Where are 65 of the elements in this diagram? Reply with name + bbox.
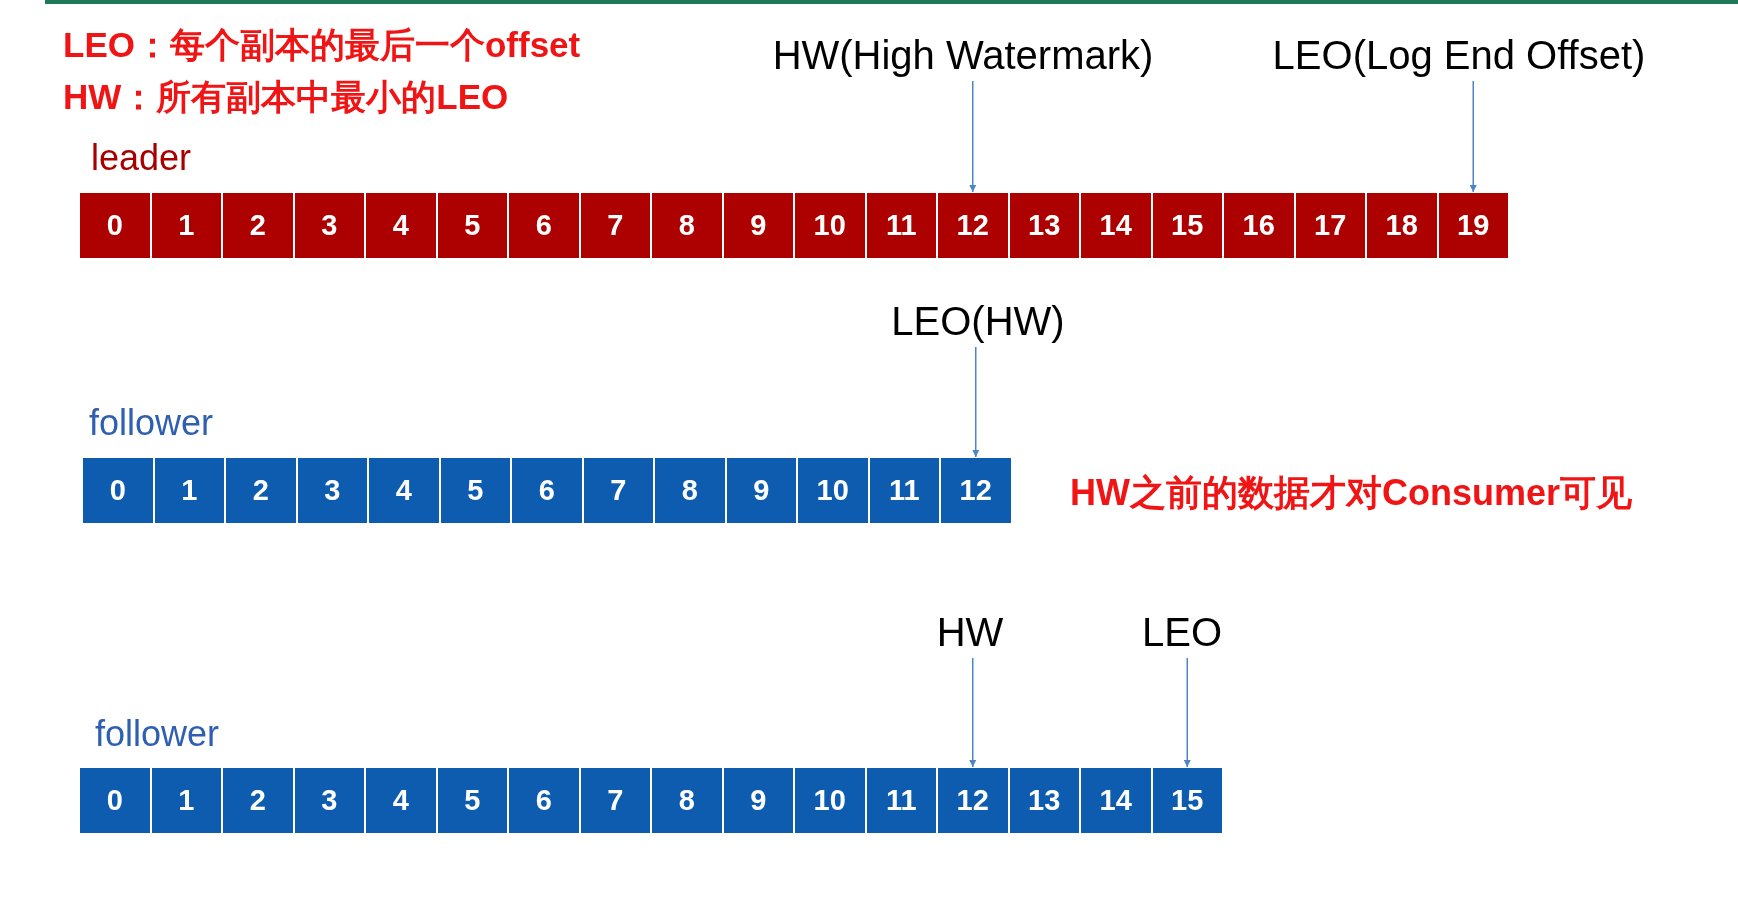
row-label: follower [89, 405, 214, 441]
arrow [1469, 80, 1477, 193]
offset-cell: 4 [366, 768, 436, 833]
note-text: HW：所有副本中最小的LEO [63, 79, 509, 114]
offset-cell: 9 [726, 458, 796, 523]
offset-cell: 15 [1152, 193, 1222, 258]
offset-cell: 3 [294, 768, 364, 833]
offset-cell: 2 [223, 768, 293, 833]
offset-cell: 14 [1081, 193, 1151, 258]
offset-cell: 5 [437, 768, 507, 833]
offset-cell: 3 [297, 458, 367, 523]
offset-cell: 0 [80, 768, 150, 833]
offset-cell: 7 [580, 768, 650, 833]
marker-label: LEO(Log End Offset) [1272, 35, 1646, 75]
offset-cell: 13 [1009, 768, 1079, 833]
offset-cell: 6 [509, 768, 579, 833]
offset-cell: 17 [1295, 193, 1365, 258]
arrow [972, 346, 980, 458]
offset-cell: 1 [151, 193, 221, 258]
offset-cell: 12 [938, 768, 1008, 833]
offset-cell: 3 [294, 193, 364, 258]
arrow [1183, 657, 1191, 768]
offset-cell: 14 [1081, 768, 1151, 833]
offset-cell: 0 [83, 458, 153, 523]
offset-cell: 10 [795, 768, 865, 833]
marker-label: HW [936, 612, 1004, 652]
offset-cell: 2 [226, 458, 296, 523]
row-label: leader [91, 140, 192, 176]
offset-cell: 16 [1224, 193, 1294, 258]
offset-cell: 9 [723, 193, 793, 258]
offset-cell: 0 [80, 193, 150, 258]
offset-cell: 8 [655, 458, 725, 523]
marker-label: LEO(HW) [891, 301, 1065, 341]
offset-cell: 18 [1367, 193, 1437, 258]
offset-cell: 5 [440, 458, 510, 523]
arrow [969, 80, 977, 193]
offset-cell: 11 [869, 458, 939, 523]
offset-cell: 6 [509, 193, 579, 258]
offset-cell: 8 [652, 193, 722, 258]
offset-cell: 7 [583, 458, 653, 523]
arrow [969, 657, 977, 768]
offset-cell: 7 [580, 193, 650, 258]
offset-cell: 2 [223, 193, 293, 258]
offset-cell: 19 [1438, 193, 1508, 258]
offset-cell: 10 [795, 193, 865, 258]
offset-cell: 1 [151, 768, 221, 833]
marker-label: LEO [1141, 612, 1222, 652]
offset-cell: 12 [938, 193, 1008, 258]
offset-cell: 10 [798, 458, 868, 523]
note-text: LEO：每个副本的最后一个offset [63, 27, 581, 62]
offset-cell: 11 [866, 193, 936, 258]
offset-cell: 15 [1152, 768, 1222, 833]
offset-cell: 4 [369, 458, 439, 523]
offset-cell: 13 [1009, 193, 1079, 258]
offset-cell: 4 [366, 193, 436, 258]
offset-cell: 1 [154, 458, 224, 523]
offset-cell: 8 [652, 768, 722, 833]
offset-cell: 5 [437, 193, 507, 258]
note-text: HW之前的数据才对Consumer可见 [1070, 475, 1632, 511]
offset-cell: 12 [941, 458, 1011, 523]
offset-cell: 9 [723, 768, 793, 833]
marker-label: HW(High Watermark) [772, 35, 1154, 75]
row-label: follower [95, 716, 220, 752]
offset-cell: 6 [512, 458, 582, 523]
offset-cell: 11 [866, 768, 936, 833]
